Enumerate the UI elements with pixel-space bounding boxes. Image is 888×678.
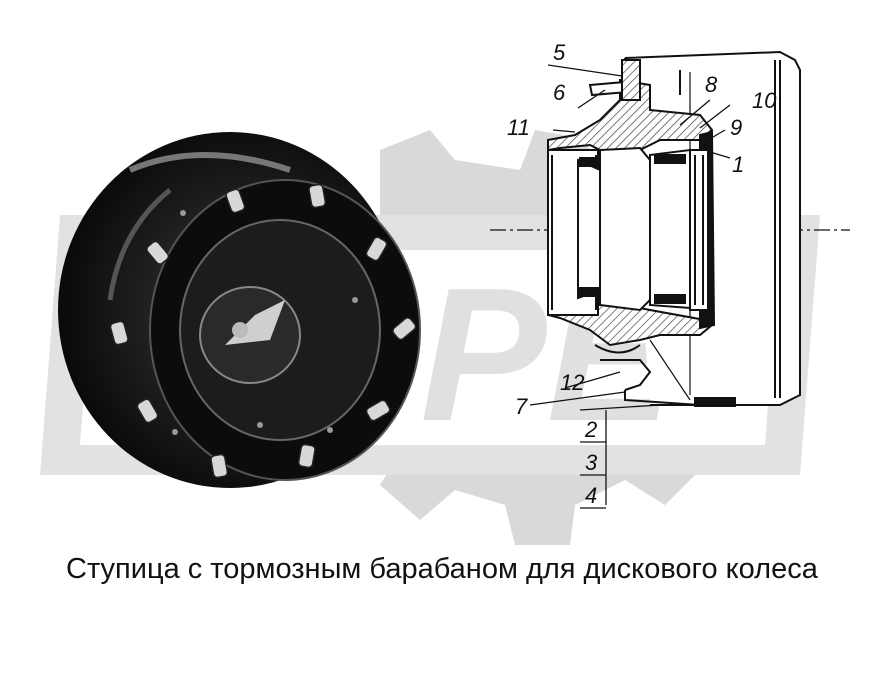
wheel-studs xyxy=(109,183,417,479)
callout-9: 9 xyxy=(730,115,742,140)
callout-4: 4 xyxy=(585,483,597,508)
callout-11: 11 xyxy=(507,115,530,140)
callout-6: 6 xyxy=(553,80,566,105)
callout-labels: 5 6 11 8 10 9 1 12 7 2 3 4 xyxy=(507,40,777,508)
callout-3: 3 xyxy=(585,450,598,475)
callout-7: 7 xyxy=(515,394,528,419)
hub-drum-photo xyxy=(58,132,421,488)
figure-caption: Ступица с тормозным барабаном для дисков… xyxy=(66,553,818,585)
callout-10: 10 xyxy=(752,88,777,113)
leader-lines xyxy=(529,64,731,509)
callout-12: 12 xyxy=(560,370,584,395)
callout-5: 5 xyxy=(553,40,566,65)
callout-1: 1 xyxy=(732,152,744,177)
cross-section-drawing xyxy=(490,50,850,407)
callout-2: 2 xyxy=(584,417,597,442)
callout-8: 8 xyxy=(705,72,718,97)
